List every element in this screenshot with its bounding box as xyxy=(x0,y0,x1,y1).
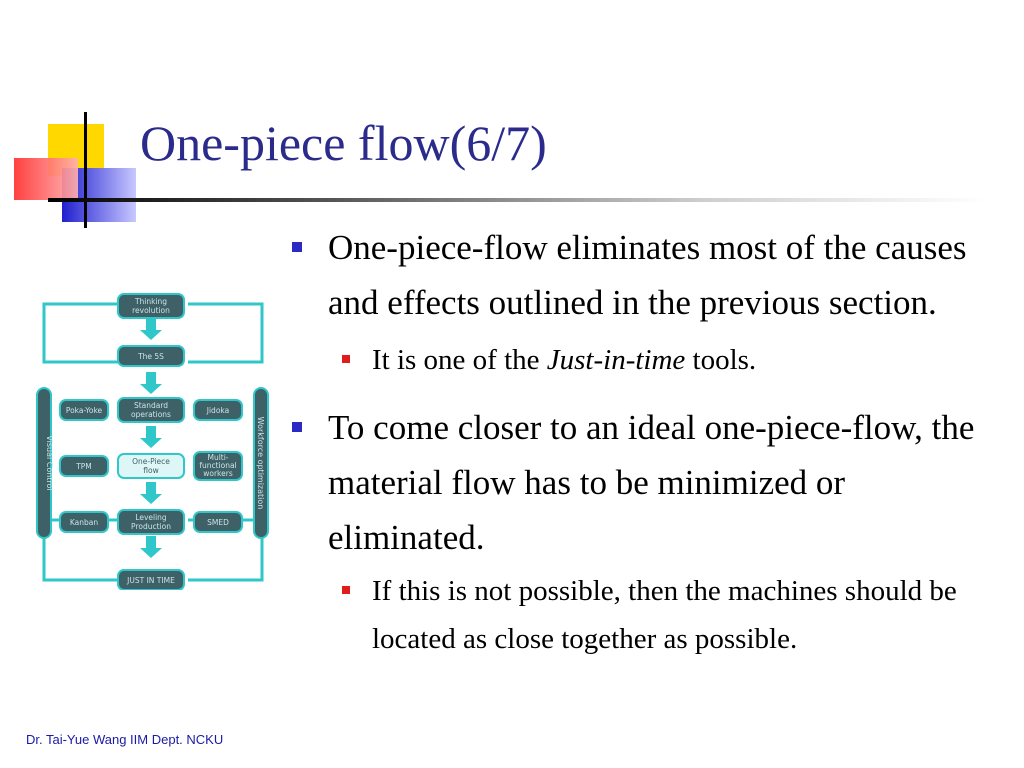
subbullet-just-in-time-tool: It is one of the Just-in-time tools. xyxy=(338,336,992,384)
box-poka-yoke xyxy=(59,399,109,421)
box-onepiece-label-2: flow xyxy=(143,466,158,475)
subbullet-square-marker xyxy=(342,355,350,363)
box-kanban-label: Kanban xyxy=(70,518,98,527)
box-multi-functional-workers xyxy=(193,451,243,481)
box-onepiece-label-1: One-Piece xyxy=(132,457,170,466)
bullet-square-marker xyxy=(292,422,302,432)
box-smed xyxy=(193,511,243,533)
box-jit-label: JUST IN TIME xyxy=(126,576,175,585)
subbullet-machines-close-together: If this is not possible, then the machin… xyxy=(338,567,992,663)
flow-connector-right-top xyxy=(188,302,264,364)
box-5s xyxy=(117,345,185,367)
box-thinking-label-2: revolution xyxy=(132,306,170,315)
title-divider xyxy=(48,198,988,202)
slide-logo-graphic xyxy=(14,112,140,228)
box-5s-label: The 5S xyxy=(137,352,164,361)
slide-title: One-piece flow(6/7) xyxy=(140,115,547,171)
box-one-piece-flow xyxy=(117,453,185,479)
box-thinking-label-1: Thinking xyxy=(134,297,167,306)
box-thinking-revolution xyxy=(117,293,185,319)
box-tpm xyxy=(59,455,109,477)
box-leveling-production xyxy=(117,509,185,535)
subbullet-square-marker xyxy=(342,586,350,594)
flow-arrows xyxy=(140,318,162,558)
box-multi-label-1: Multi- xyxy=(207,453,228,462)
subbullet-text-emphasis: Just-in-time xyxy=(546,344,686,376)
box-poka-yoke-label: Poka-Yoke xyxy=(66,406,103,415)
pillar-visual-control-label: Visual Control xyxy=(45,435,54,490)
pillar-workforce-label: Workforce optimization xyxy=(256,417,265,510)
box-standard-label-1: Standard xyxy=(134,401,168,410)
slide-footer: Dr. Tai-Yue Wang IIM Dept. NCKU xyxy=(26,732,224,747)
flow-connector-left-top xyxy=(42,302,118,364)
slide-body: One-piece-flow eliminates most of the ca… xyxy=(292,220,992,663)
box-leveling-label-2: Production xyxy=(131,522,171,531)
bullet-square-marker xyxy=(292,242,302,252)
box-standard-label-2: operations xyxy=(131,410,171,419)
bullet-text: One-piece-flow eliminates most of the ca… xyxy=(328,228,967,322)
box-multi-label-2: functional xyxy=(199,461,236,470)
subbullet-text-pre: It is one of the xyxy=(372,344,547,376)
box-tpm-label: TPM xyxy=(75,462,92,471)
bullet-text: To come closer to an ideal one-piece-flo… xyxy=(328,408,975,557)
pillar-visual-control xyxy=(36,387,52,539)
pillar-workforce xyxy=(253,387,269,539)
subbullet-text: If this is not possible, then the machin… xyxy=(372,575,957,655)
subbullet-text-post: tools. xyxy=(685,344,757,376)
box-jidoka xyxy=(193,399,243,421)
box-standard-operations xyxy=(117,397,185,423)
bullet-ideal-one-piece-flow: To come closer to an ideal one-piece-flo… xyxy=(292,400,992,565)
box-kanban xyxy=(59,511,109,533)
box-leveling-label-1: Leveling xyxy=(135,513,167,522)
box-jidoka-label: Jidoka xyxy=(206,406,229,415)
box-multi-label-3: workers xyxy=(203,469,233,478)
box-just-in-time xyxy=(117,569,185,590)
box-smed-label: SMED xyxy=(207,518,229,527)
bullet-one-piece-flow-eliminates: One-piece-flow eliminates most of the ca… xyxy=(292,220,992,330)
lean-flowchart: Visual Control Workforce optimization Th… xyxy=(36,293,269,590)
